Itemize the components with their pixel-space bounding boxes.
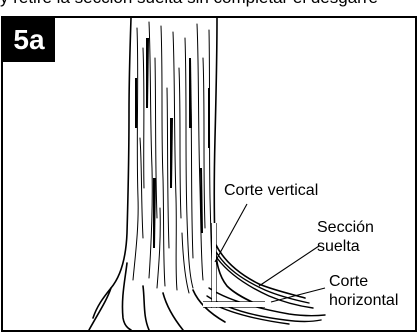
step-badge: 5a [3, 18, 55, 62]
vertical-cut-text: Corte vertical [224, 181, 318, 200]
figure-frame: 5a Corte vertical Sección suelta Corte h… [1, 16, 417, 332]
loose-section-line1: Sección [317, 218, 374, 237]
horizontal-cut-label: Corte horizontal [329, 272, 398, 310]
horizontal-cut-line2: horizontal [329, 291, 398, 310]
loose-section-line2: suelta [317, 237, 374, 256]
vertical-cut-label: Corte vertical [224, 181, 318, 200]
loose-section-label: Sección suelta [317, 218, 374, 256]
clipped-instruction-text: y retire la sección suelta sin completar… [0, 0, 420, 8]
horizontal-cut-line1: Corte [329, 272, 398, 291]
